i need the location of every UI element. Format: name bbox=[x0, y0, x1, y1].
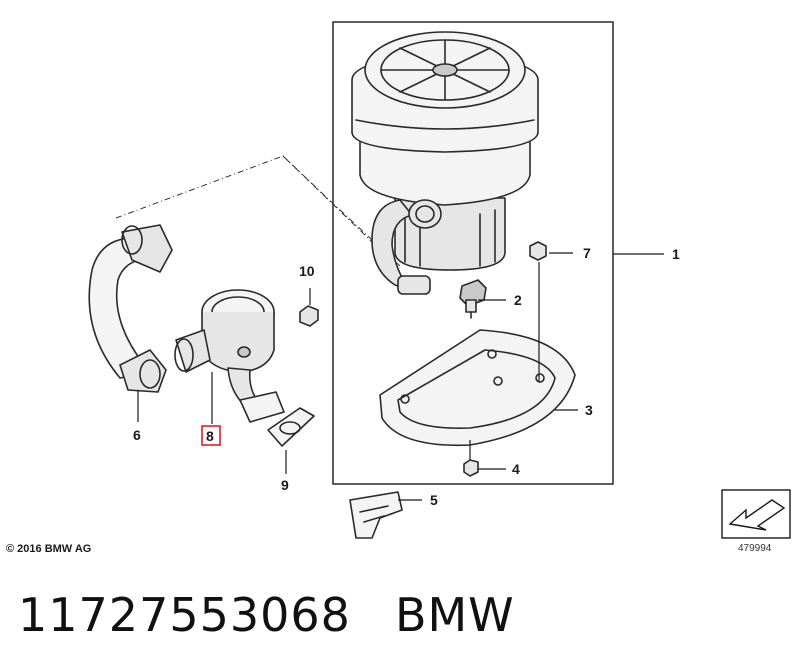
figure-number: 479994 bbox=[738, 543, 772, 554]
copyright-notice: © 2016 BMW AG bbox=[6, 543, 92, 555]
callout-5: 5 bbox=[430, 492, 438, 508]
callout-4: 4 bbox=[512, 461, 520, 477]
air-pump-part-1 bbox=[351, 31, 539, 295]
valve-part-8 bbox=[174, 289, 285, 423]
bracket-part-3 bbox=[379, 329, 576, 447]
hose-part-6 bbox=[88, 224, 173, 393]
assembly-frame bbox=[332, 21, 614, 485]
nut-part-7 bbox=[529, 241, 547, 382]
brand-name: BMW bbox=[394, 588, 515, 642]
callout-6: 6 bbox=[133, 427, 141, 443]
callout-8: 8 bbox=[206, 428, 214, 444]
callout-3: 3 bbox=[585, 402, 593, 418]
leader-lines bbox=[137, 252, 664, 501]
nut-part-4 bbox=[463, 440, 479, 477]
callout-1: 1 bbox=[672, 246, 680, 262]
parts-diagram: 1 2 3 4 5 6 7 8 9 10 bbox=[88, 21, 791, 539]
part-number: 11727553068 bbox=[18, 588, 351, 642]
callout-2: 2 bbox=[514, 292, 522, 308]
sensor-plug-part-2 bbox=[459, 279, 487, 319]
clip-part-5 bbox=[349, 491, 403, 539]
footer-caption: 11727553068 BMW bbox=[18, 588, 515, 642]
callout-9: 9 bbox=[281, 477, 289, 493]
callout-8-highlight-box bbox=[201, 425, 221, 446]
callout-10: 10 bbox=[299, 263, 315, 279]
nut-part-10 bbox=[299, 288, 319, 327]
navigation-arrow-icon[interactable] bbox=[721, 489, 791, 539]
gasket-part-9 bbox=[267, 407, 315, 447]
callout-7: 7 bbox=[583, 245, 591, 261]
